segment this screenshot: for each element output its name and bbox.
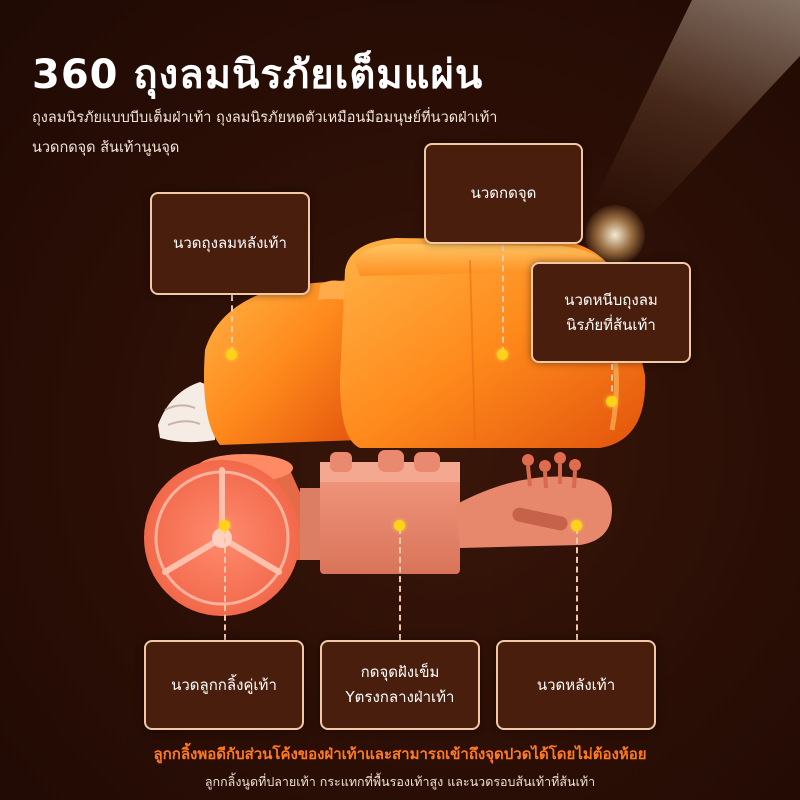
marker-dot (571, 520, 582, 531)
connector-heel (611, 364, 613, 402)
connector-back-airbag (231, 295, 233, 353)
marker-dot (497, 349, 508, 360)
label-roller: นวดลูกกลิ้งคู่เท้า (144, 640, 304, 730)
label-acupressure: นวดกดจุด (424, 143, 583, 244)
marker-dot (394, 520, 405, 531)
light-glow (585, 205, 645, 265)
footer-note: ลูกกลิ้งนูดที่ปลายเท้า กระแทกที่พื้นรองเ… (204, 774, 596, 789)
label-needle: กดจุดฝังเข็ม Yตรงกลางฝ่าเท้า (320, 640, 480, 730)
marker-dot (226, 349, 237, 360)
connector-back-foot (576, 528, 578, 640)
base-block (320, 462, 460, 574)
label-heel-airbag-line2: นิรภัยที่ส้นเท้า (566, 315, 656, 334)
connector-roller (224, 528, 226, 640)
subtitle-line-1: ถุงลมนิรภัยแบบบีบเต็มฝ่าเท้า ถุงลมนิรภัย… (32, 110, 498, 126)
label-needle-line1: กดจุดฝังเข็ม (360, 663, 440, 682)
marker-dot (606, 396, 617, 407)
connector-acupressure (502, 245, 504, 353)
connector-needle (399, 528, 401, 640)
label-back-airbag: นวดถุงลมหลังเท้า (150, 192, 310, 295)
label-back-foot-text: นวดหลังเท้า (536, 675, 616, 694)
label-needle-line2: Yตรงกลางฝ่าเท้า (345, 688, 455, 706)
label-heel-airbag: นวดหนีบถุงลม นิรภัยที่ส้นเท้า (531, 262, 691, 363)
marker-dot (219, 520, 230, 531)
page-title: 360 ถุงลมนิรภัยเต็มแผ่น (32, 52, 484, 98)
label-back-airbag-text: นวดถุงลมหลังเท้า (173, 234, 287, 253)
label-roller-text: นวดลูกกลิ้งคู่เท้า (171, 675, 277, 694)
footer-highlight: ลูกกลิ้งพอดีกับส่วนโค้งของฝ่าเท้าและสามา… (153, 745, 647, 763)
label-heel-airbag-line1: นวดหนีบถุงลม (564, 290, 658, 309)
label-back-foot: นวดหลังเท้า (496, 640, 656, 730)
foot-toes (158, 382, 215, 443)
subtitle-line-2: นวดกดจุด ส้นเท้านูนจุด (32, 140, 180, 156)
back-airbag (204, 280, 360, 445)
label-acupressure-text: นวดกดจุด (470, 184, 537, 203)
side-arm (300, 488, 320, 560)
